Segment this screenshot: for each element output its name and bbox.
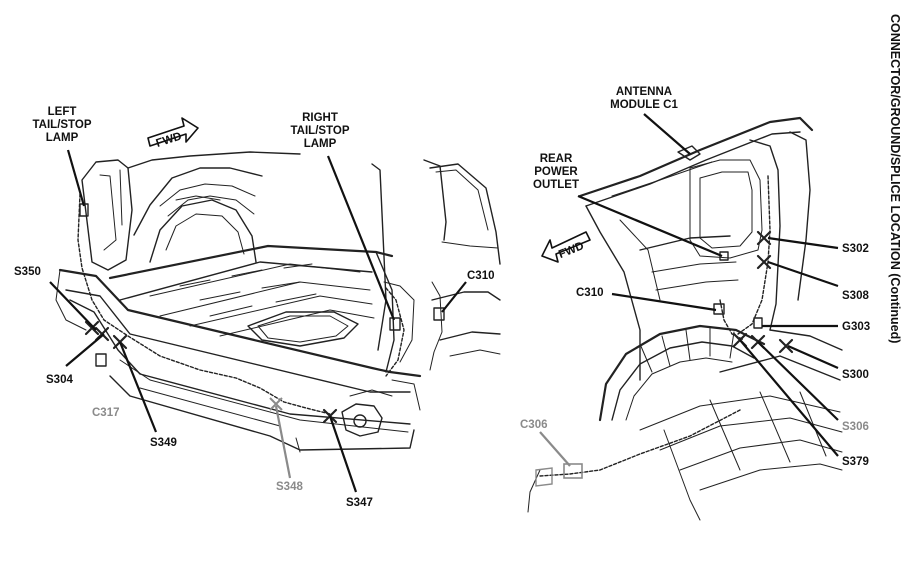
label-s306: S306 [842,421,869,433]
leader-c306 [539,431,571,467]
leader-c310-right [611,292,717,312]
label-c310-left: C310 [467,270,495,282]
leader-rear-power [577,194,723,258]
label-rear-power-1: REAR [540,153,573,165]
leader-s379 [739,339,839,457]
leader-s300 [787,344,839,370]
page-side-title: CONNECTOR/GROUND/SPLICE LOCATION (Contin… [888,14,902,344]
leader-s347 [328,415,358,493]
label-c317: C317 [92,407,120,419]
label-antenna-1: ANTENNA [616,86,672,98]
label-c310-right: C310 [576,287,604,299]
fwd-label: FWD [155,130,184,150]
left-vehicle-illustration [55,151,501,453]
leader-s350 [49,281,97,331]
leader-s304 [65,333,105,367]
leader-right-tail [326,155,396,321]
leader-s308 [767,260,839,288]
leader-s348 [274,405,292,479]
label-s348: S348 [276,481,303,493]
label-left-tail-1: LEFT [48,106,77,118]
leader-s302 [767,236,839,250]
label-right-tail-3: LAMP [304,138,337,150]
fwd-arrow-icon: FWD [147,117,199,150]
leader-left-tail [66,149,86,207]
fwd-arrow-icon: FWD [541,231,591,263]
label-s304: S304 [46,374,73,386]
right-vehicle-illustration [527,116,843,521]
label-s379: S379 [842,456,869,468]
label-s308: S308 [842,290,869,302]
label-s347: S347 [346,497,373,509]
label-c306: C306 [520,419,548,431]
label-s350: S350 [14,266,41,278]
leader-s349 [118,341,158,433]
label-s349: S349 [150,437,177,449]
label-antenna-2: MODULE C1 [610,99,678,111]
label-rear-power-2: POWER [534,166,578,178]
label-rear-power-3: OUTLET [533,179,579,191]
label-g303: G303 [842,321,870,333]
label-s302: S302 [842,243,869,255]
leader-s306 [757,341,839,421]
label-right-tail-1: RIGHT [302,112,338,124]
label-s300: S300 [842,369,869,381]
leader-antenna [643,113,691,155]
leader-c310-left [441,281,467,313]
label-left-tail-3: LAMP [46,132,79,144]
label-left-tail-2: TAIL/STOP [33,119,92,131]
label-right-tail-2: TAIL/STOP [291,125,350,137]
